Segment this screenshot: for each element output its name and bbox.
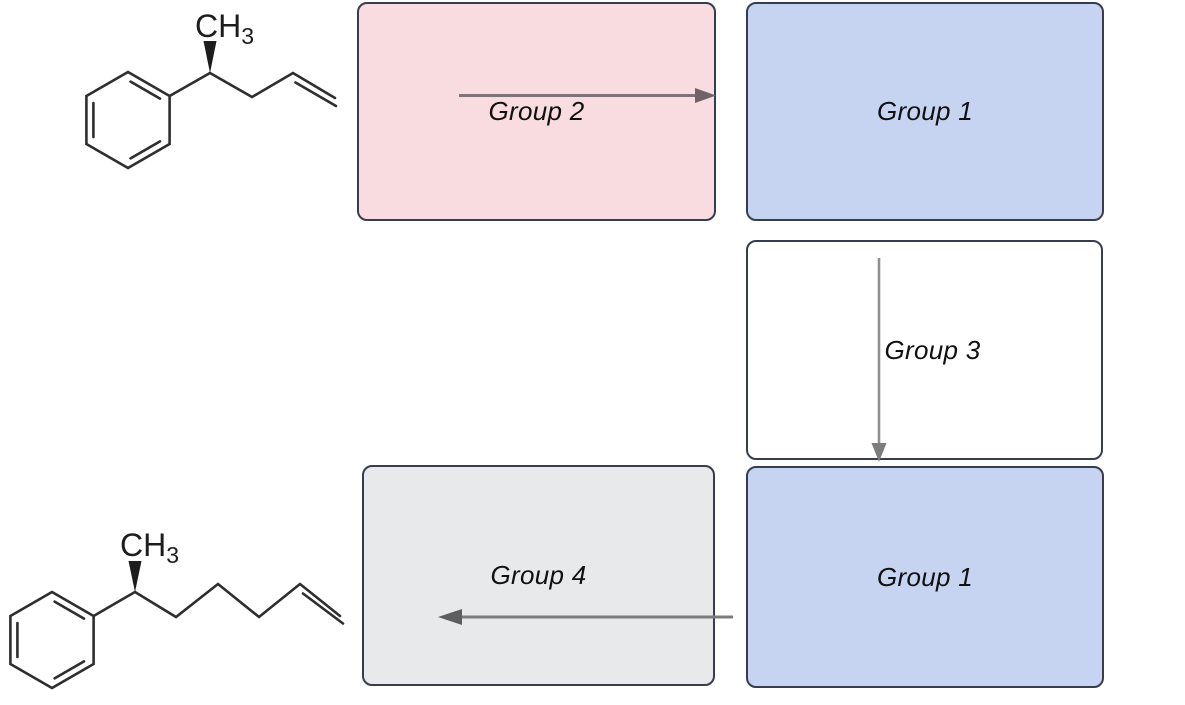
product-molecule: CH3 [9, 527, 345, 690]
ring-double-bond [53, 660, 86, 680]
alkene-double-bond [301, 592, 345, 625]
wedge-bond [203, 41, 217, 73]
wedge-bond [128, 561, 142, 592]
phenyl-bond [92, 590, 137, 618]
ring-double-bond [53, 600, 86, 620]
group1-top-box[interactable]: Group 1 [746, 2, 1104, 221]
ring-double-bond [129, 140, 162, 160]
group4-box[interactable]: Group 4 [362, 465, 715, 686]
phenyl-bond [168, 71, 212, 98]
alkyl-chain [133, 582, 342, 619]
group4-label: Group 4 [490, 560, 587, 590]
alkene-double-bond [294, 81, 338, 108]
reactant-molecule: CH3 [85, 8, 338, 170]
benzene-ring [9, 590, 95, 690]
group3-box[interactable]: Group 3 [746, 240, 1103, 460]
group2-label: Group 2 [488, 96, 585, 126]
group3-label: Group 3 [884, 334, 981, 365]
alkyl-chain [208, 71, 337, 100]
group1-bottom-box[interactable]: Group 1 [746, 466, 1104, 688]
methyl-label: CH3 [195, 8, 254, 49]
methyl-label: CH3 [120, 527, 179, 568]
group1-bottom-label: Group 1 [876, 561, 974, 592]
group1-top-label: Group 1 [876, 96, 974, 126]
ring-double-bond [129, 80, 162, 100]
group2-box[interactable]: Group 2 [357, 2, 716, 221]
benzene-ring [85, 70, 171, 170]
